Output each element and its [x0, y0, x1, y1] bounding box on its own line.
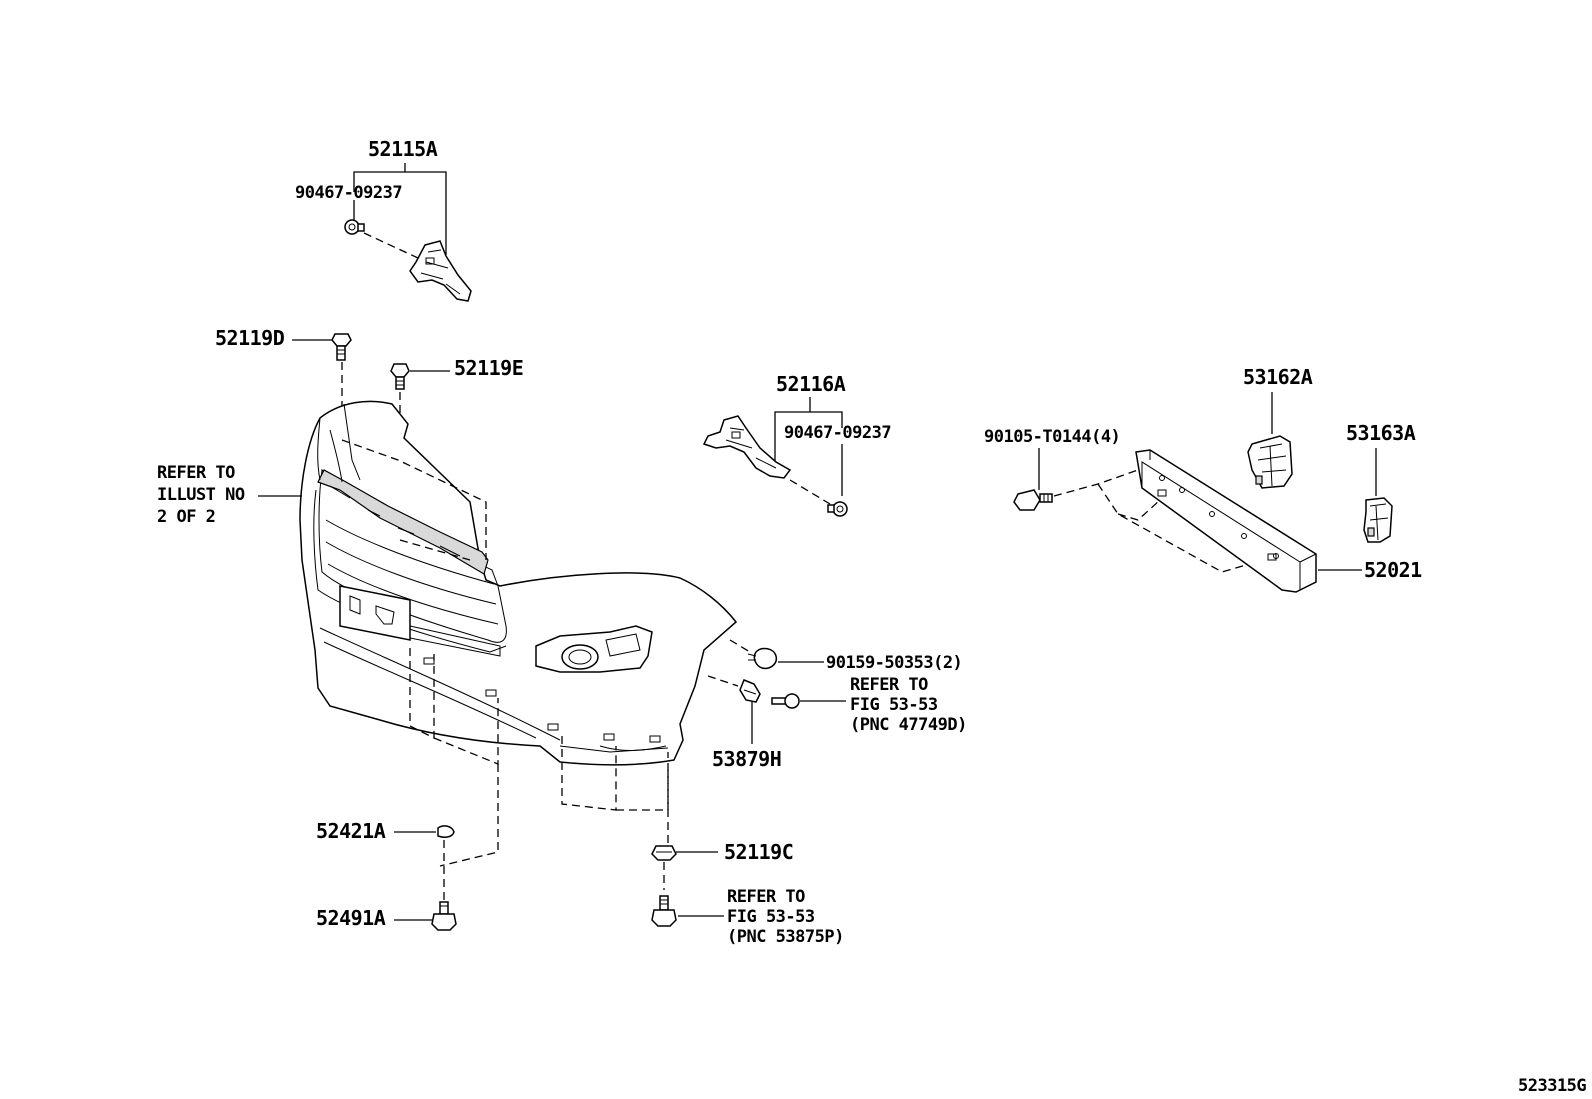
bracket-52115A-group: 52115A 90467-09237	[295, 137, 472, 302]
bracket-53163A	[1363, 497, 1393, 543]
note-refer-illust-line2: ILLUST NO	[157, 485, 245, 505]
clip-52119E	[390, 363, 410, 390]
license-bracket-group: 90105-T0144(4) 52021	[984, 427, 1423, 593]
label-90159-50353[interactable]: 90159-50353(2)	[826, 653, 963, 673]
clip-52421A-group: 52421A	[316, 819, 455, 900]
clip-90467-b	[827, 501, 848, 517]
bracket-53162A	[1247, 435, 1293, 489]
screw-90105-T0144	[1013, 489, 1053, 511]
label-52421A[interactable]: 52421A	[316, 819, 386, 843]
bracket-52116A-group: 52116A 90467-09237	[702, 372, 892, 517]
label-90467-09237-b[interactable]: 90467-09237	[784, 423, 892, 443]
bracket-52116A	[702, 415, 792, 479]
diagram-id: 523315G	[1518, 1076, 1586, 1096]
clip-52491A-group: 52491A	[316, 901, 457, 931]
label-52491A[interactable]: 52491A	[316, 906, 386, 930]
clip-52119D	[331, 333, 352, 361]
note-47749D-line2: FIG 53-53	[850, 695, 938, 715]
bracket-52115A	[409, 240, 472, 302]
clip-53879H	[739, 679, 761, 703]
bracket-53162A-group: 53162A	[1243, 365, 1313, 489]
front-bumper-cover	[299, 400, 738, 766]
fog-lamp-bezel	[535, 625, 653, 673]
label-90105-T0144[interactable]: 90105-T0144(4)	[984, 427, 1121, 447]
label-52119E[interactable]: 52119E	[454, 356, 524, 380]
label-52119D[interactable]: 52119D	[215, 326, 285, 350]
label-53879H[interactable]: 53879H	[712, 747, 782, 771]
clip-52119D-group: 52119D	[215, 326, 352, 462]
label-52115A[interactable]: 52115A	[368, 137, 438, 161]
label-52119C[interactable]: 52119C	[724, 840, 794, 864]
label-53162A[interactable]: 53162A	[1243, 365, 1313, 389]
bolt-47749D	[771, 693, 800, 709]
note-refer-53875P: REFER TO FIG 53-53 (PNC 53875P)	[651, 887, 844, 947]
clip-90467-a	[344, 219, 365, 235]
note-53875P-line1: REFER TO	[727, 887, 805, 907]
label-53163A[interactable]: 53163A	[1346, 421, 1416, 445]
note-53875P-line2: FIG 53-53	[727, 907, 815, 927]
note-refer-47749D: REFER TO FIG 53-53 (PNC 47749D)	[771, 675, 967, 735]
clip-52491A	[431, 901, 457, 931]
label-90467-09237-a[interactable]: 90467-09237	[295, 183, 403, 203]
note-53875P-line3: (PNC 53875P)	[727, 927, 844, 947]
clip-52421A	[437, 825, 455, 838]
clip-90159-50353	[747, 647, 778, 670]
label-52116A[interactable]: 52116A	[776, 372, 846, 396]
bracket-53163A-group: 53163A	[1346, 421, 1416, 543]
label-52021[interactable]: 52021	[1364, 558, 1423, 582]
clip-52119C-group: 52119C	[651, 840, 794, 890]
clip-90159-group: 90159-50353(2)	[729, 639, 963, 673]
note-47749D-line1: REFER TO	[850, 675, 928, 695]
license-plate-bracket-52021	[1135, 449, 1317, 593]
license-plate-recess	[339, 585, 411, 641]
clip-52119C	[651, 845, 677, 861]
note-refer-illust-line3: 2 OF 2	[157, 507, 215, 527]
clip-53879H-group: 53879H	[707, 675, 782, 771]
note-refer-illust-line1: REFER TO	[157, 463, 235, 483]
note-47749D-line3: (PNC 47749D)	[850, 715, 967, 735]
bolt-53875P	[651, 895, 677, 927]
note-refer-illust: REFER TO ILLUST NO 2 OF 2	[157, 463, 302, 527]
